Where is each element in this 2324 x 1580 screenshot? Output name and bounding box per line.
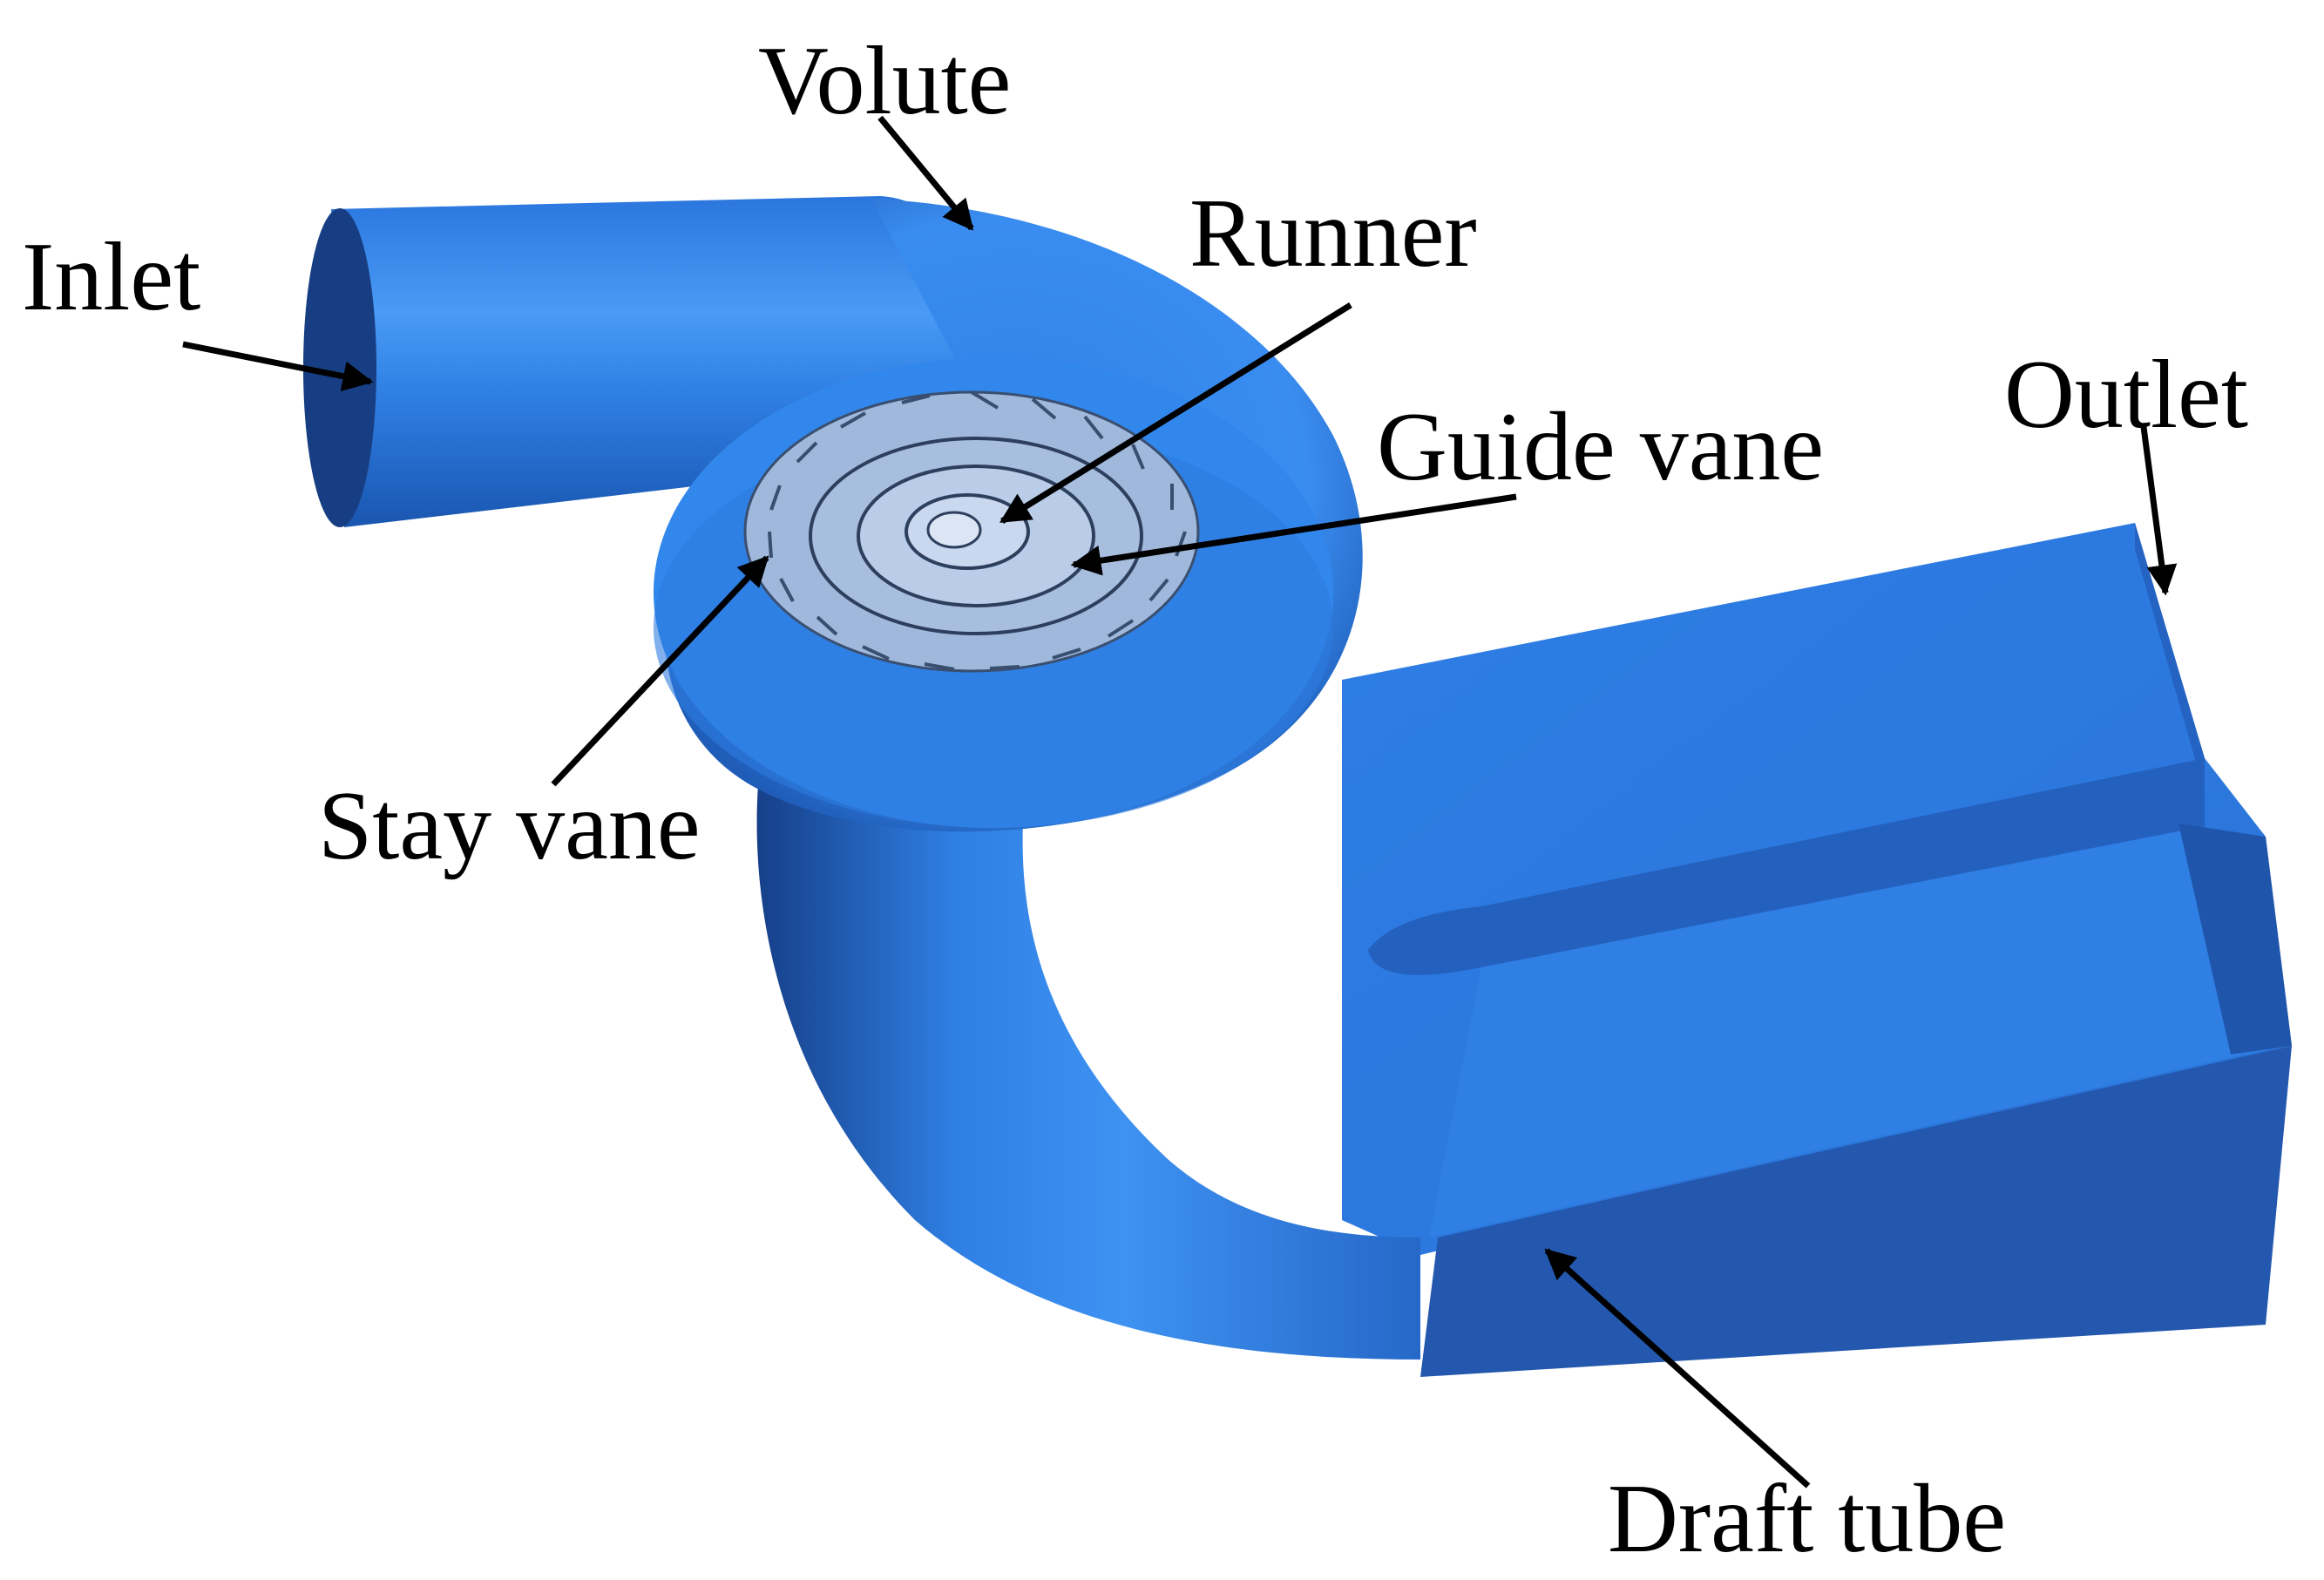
label-outlet: Outlet bbox=[2004, 341, 2248, 449]
label-draft-tube: Draft tube bbox=[1608, 1465, 2006, 1573]
label-stay-vane: Stay vane bbox=[318, 772, 701, 880]
inlet-opening bbox=[303, 208, 376, 527]
arrows bbox=[182, 115, 2178, 1488]
runner-arrow bbox=[999, 302, 1352, 524]
outlet-arrow bbox=[2140, 426, 2178, 596]
label-inlet: Inlet bbox=[22, 223, 200, 331]
guide-vane-arrow bbox=[1070, 493, 1517, 576]
label-runner: Runner bbox=[1189, 180, 1477, 288]
label-guide-vane: Guide vane bbox=[1377, 393, 1824, 501]
draft-tube-side-face bbox=[1420, 1046, 2292, 1377]
volute-arrow bbox=[877, 115, 974, 231]
outlet-lower-face bbox=[2178, 824, 2292, 1054]
inlet-arrow bbox=[182, 341, 374, 391]
draft-tube-split bbox=[1368, 758, 2205, 975]
label-volute: Volute bbox=[758, 27, 1011, 135]
outlet-lower-top bbox=[1429, 828, 2283, 1238]
draft-tube-elbow bbox=[756, 767, 1420, 1360]
runner-hub bbox=[926, 511, 982, 549]
draft-tube-shape bbox=[1342, 523, 2292, 1377]
stay-vane-arrow bbox=[551, 555, 769, 787]
stay-vane-blades bbox=[768, 390, 1187, 671]
labels: Inlet Volute Runner Guide vane Stay vane… bbox=[22, 27, 2248, 1573]
draft-tube-arrow bbox=[1544, 1248, 1811, 1488]
